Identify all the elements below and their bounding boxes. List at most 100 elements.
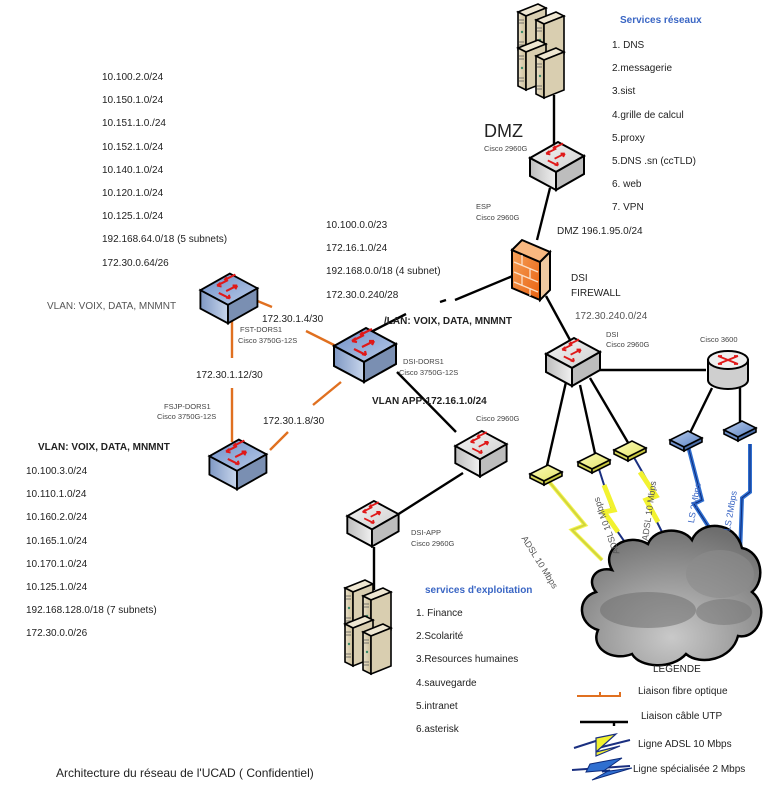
router-icon [707,350,749,390]
dmz-network-label: DMZ 196.1.95.0/24 [557,226,643,237]
dsi-network-label: 172.30.240.0/24 [575,311,648,322]
internet-cloud-icon [580,524,763,667]
legend-utp-symbol [580,720,628,726]
subnet-item: 10.125.1.0/24 [26,581,88,593]
fsjp-dors-name: FSJP-DORS1 [164,402,211,411]
subnet-item: 10.152.1.0/24 [102,141,164,153]
dsi-dors-name: DSI-DORS1 [403,357,444,366]
service-item: 3.Resources humaines [416,654,519,666]
dsi-app-model: Cisco 2960G [411,539,455,548]
service-item: 1. Finance [416,608,463,619]
wan-link-adsl-3 [631,453,671,549]
subnet-item: 10.100.2.0/24 [102,72,164,83]
legend-leased-symbol [571,757,633,781]
dmz-label: DMZ [484,121,523,141]
firewall-name2: FIREWALL [571,288,621,299]
fiber-fsjp-dsi-b [312,381,342,406]
service-item: 6.asterisk [416,723,459,735]
services-exploitation-list: 1. Finance 2.Scolarité 3.Resources humai… [416,602,518,741]
wan-link-ls-2 [738,444,752,557]
subnet-item: 192.168.64.0/18 (5 subnets) [102,234,228,246]
dsi-vlan-label: /LAN: VOIX, DATA, MNMNT [384,316,512,327]
link-dsi-modem2 [578,384,598,459]
services-reseaux-heading: Services réseaux [620,15,702,26]
subnet-item: 10.100.0.0/23 [326,220,388,231]
firewall-icon [510,238,552,303]
link-router-modem4 [686,387,714,438]
esp-switch-name: ESP [476,202,492,211]
fst-dors-name: FST-DORS1 [240,325,283,334]
fst-subnet-list: 10.100.2.0/24 10.150.1.0/24 10.151.1.0./… [102,66,227,275]
subnet-item: 172.30.0.64/26 [102,257,169,269]
service-item: 6. web [612,179,642,191]
service-item: 2.messagerie [612,63,673,75]
service-item: 5.DNS .sn (ccTLD) [612,155,696,167]
app-vlan-label: VLAN APP:172.16.1.0/24 [372,396,487,407]
fiber-fsjp-dsi-a [269,431,289,451]
app-server-stack-icon [345,580,391,674]
link-dsidors-mid [396,371,457,433]
subnet-item: 10.170.1.0/24 [26,558,88,570]
legend-heading: LEGENDE [653,664,701,675]
link-label-fsjp-dsi: 172.30.1.8/30 [263,416,325,427]
service-item: 1. DNS [612,40,645,51]
adsl-modem-1-icon [529,464,563,486]
subnet-item: 10.110.1.0/24 [26,489,87,501]
dsi-switch-model: Cisco 2960G [606,340,650,349]
dmz-server-stack-icon [518,4,564,98]
fsjp-dors-switch-icon [209,440,266,490]
esp-switch-model: Cisco 2960G [476,213,520,222]
wan-link-adsl-2 [597,465,641,565]
service-item: 2.Scolarité [416,631,464,643]
fiber-fst-dsi-b [305,329,339,349]
service-item: 4.grille de calcul [612,109,684,121]
legend-item-leased: Ligne spécialisée 2 Mbps [633,764,746,775]
adsl-modem-3-icon [613,440,647,462]
dmz-switch-model: Cisco 2960G [484,144,528,153]
subnet-item: 192.168.0.0/18 (4 subnet) [326,266,441,278]
link-label-fst-dsi: 172.30.1.4/30 [262,314,324,325]
service-item: 4.sauvegarde [416,677,477,689]
link-firewall-dsidors [454,273,516,302]
link-dsi-modem3 [588,377,632,447]
subnet-item: 10.160.2.0/24 [26,512,88,524]
subnet-item: 10.151.1.0./24 [102,118,166,130]
dsi-app-switch-icon [347,501,398,547]
wan-link-ls-1 [686,445,714,534]
fsjp-vlan-label: VLAN: VOIX, DATA, MNMNT [38,442,170,453]
fst-dors-model: Cisco 3750G-12S [238,336,298,345]
wan-link-adsl-1 [544,476,604,562]
dsi-app-name: DSI-APP [411,528,442,537]
link-dmz-firewall [535,187,552,241]
legend-adsl-symbol [573,732,631,757]
mid-switch-model: Cisco 2960G [476,414,520,423]
adsl-modem-2-icon [577,452,611,474]
subnet-item: 10.140.1.0/24 [102,164,164,176]
mid-switch-icon [455,431,506,477]
legend-fiber-symbol [577,692,621,697]
fsjp-subnet-list: 10.100.3.0/24 10.110.1.0/24 10.160.2.0/2… [26,460,157,646]
ls-modem-1-icon [669,430,703,452]
fst-dors-switch-icon [200,274,257,324]
subnet-item: 192.168.128.0/18 (7 subnets) [26,605,157,617]
services-reseaux-list: 1. DNS 2.messagerie 3.sist 4.grille de c… [612,34,696,220]
subnet-item: 10.165.1.0/24 [26,535,88,547]
legend-item-utp: Liaison câble UTP [641,711,723,722]
dsi-switch-name: DSI [606,330,619,339]
subnet-item: 172.16.1.0/24 [326,243,388,255]
subnet-item: 172.30.0.0/26 [26,628,88,640]
services-exploitation-heading: services d'exploitation [425,585,533,596]
fsjp-dors-model: Cisco 3750G-12S [157,412,217,421]
legend-item-fiber: Liaison fibre optique [638,686,728,697]
subnet-item: 10.125.1.0/24 [102,211,164,223]
service-item: 7. VPN [612,202,644,214]
subnet-item: 172.30.0.240/28 [326,289,399,301]
fst-vlan-label: VLAN: VOIX, DATA, MNMNT [47,301,177,312]
diagram-title: Architecture du réseau de l'UCAD ( Confi… [56,766,314,780]
link-label-fst-fsjp: 172.30.1.12/30 [196,370,263,381]
subnet-item: 10.150.1.0/24 [102,95,164,107]
link-mid-app [396,471,464,517]
subnet-item: 10.120.1.0/24 [102,187,164,199]
service-item: 3.sist [612,86,636,98]
